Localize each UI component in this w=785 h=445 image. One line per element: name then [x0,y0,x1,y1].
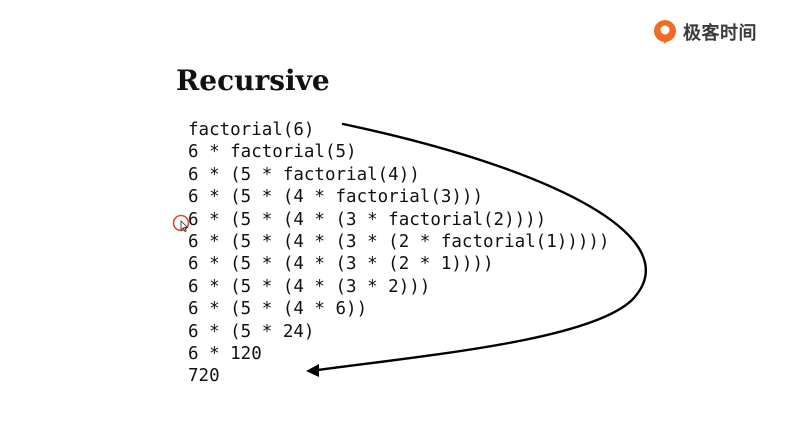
slide-title: Recursive [176,64,330,97]
code-line: 6 * (5 * factorial(4)) [188,164,420,185]
code-line: 6 * (5 * (4 * (3 * 2))) [188,276,431,297]
code-line: 720 [188,366,220,387]
code-line: 6 * (5 * (4 * (3 * (2 * 1)))) [188,254,494,275]
code-line: 6 * factorial(5) [188,142,357,163]
code-line: 6 * (5 * (4 * (3 * factorial(2)))) [188,209,547,230]
code-line: factorial(6) [188,120,315,140]
brand-logo: 极客时间 [652,17,757,47]
brand-name: 极客时间 [683,23,757,44]
code-line: 6 * (5 * (4 * 6)) [188,299,368,320]
recursion-trace: factorial(6) 6 * factorial(5) 6 * (5 * f… [188,119,609,388]
code-line: 6 * 120 [188,343,262,364]
geektime-logo-icon [654,20,676,44]
code-line: 6 * (5 * 24) [188,321,315,342]
code-line: 6 * (5 * (4 * (3 * (2 * factorial(1))))) [188,231,610,252]
code-line: 6 * (5 * (4 * factorial(3))) [188,187,484,208]
